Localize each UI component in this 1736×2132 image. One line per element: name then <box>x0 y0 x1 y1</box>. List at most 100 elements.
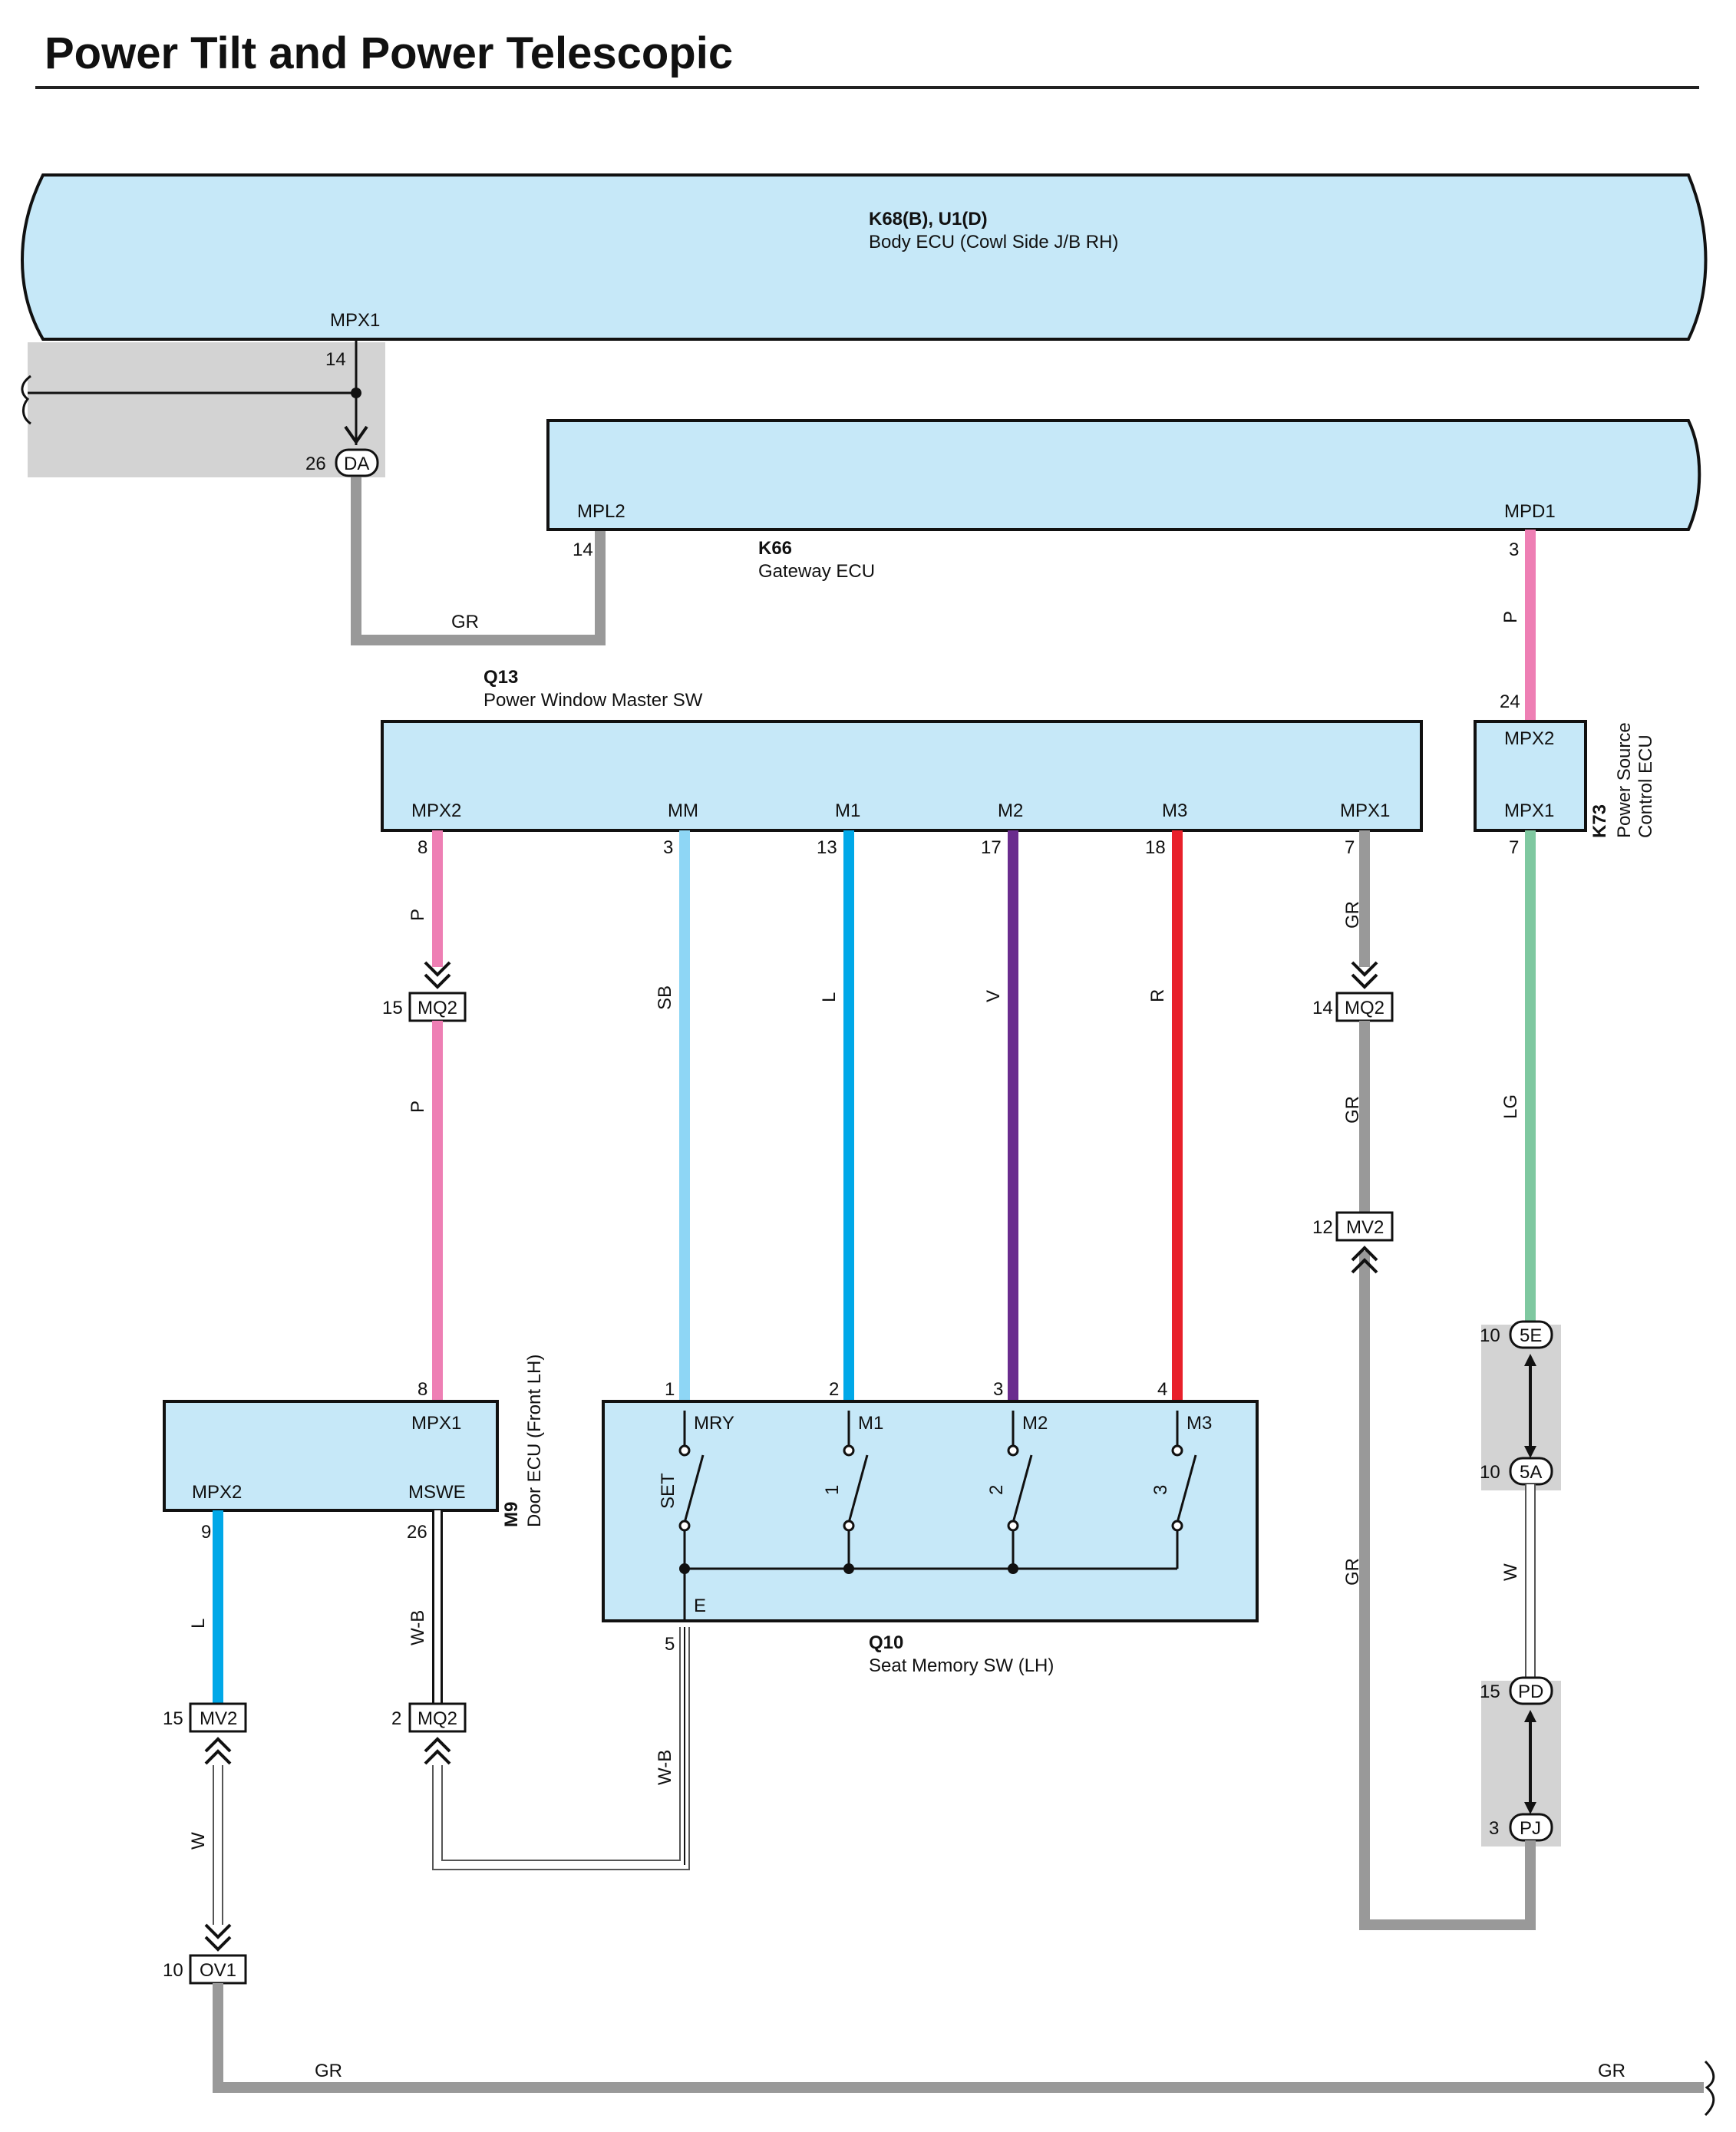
wire-label-v: V <box>983 990 1004 1002</box>
wire-gr-bottom <box>213 1983 1704 2093</box>
q10-pin-5: 5 <box>665 1634 675 1655</box>
seat-memory-sw-box <box>602 1400 1259 1622</box>
ps-name-1: Power Source <box>1614 722 1635 838</box>
q10-pin-e: E <box>694 1596 706 1616</box>
connector-mq2-b <box>1335 992 1394 1022</box>
wire-label-r: R <box>1147 989 1168 1002</box>
wire-label-p-gw: P <box>1500 611 1521 623</box>
m9-pin-26: 26 <box>407 1522 427 1543</box>
arrow-mv2-a <box>1351 1246 1378 1274</box>
connector-pd-pin: 15 <box>1480 1682 1500 1702</box>
connector-mv2-b-pin: 15 <box>163 1708 183 1729</box>
ps-pin-24: 24 <box>1500 691 1520 712</box>
q13-pin-m3: M3 <box>1162 800 1187 821</box>
m9-pin-mpx2: MPX2 <box>192 1482 242 1503</box>
connector-pd <box>1509 1676 1553 1705</box>
connector-mv2-b-label: MV2 <box>200 1708 237 1729</box>
wire-label-p-top: P <box>408 909 428 921</box>
connector-mq2-b-pin: 14 <box>1312 998 1333 1018</box>
wire-label-gr-da: GR <box>451 612 479 632</box>
q13-pin-mpx1: MPX1 <box>1340 800 1390 821</box>
wire-label-wb-q10: W-B <box>655 1750 675 1785</box>
q13-name: Power Window Master SW <box>484 690 703 711</box>
body-ecu-code: K68(B), U1(D) <box>869 209 988 229</box>
m9-pin-8: 8 <box>417 1379 427 1400</box>
q10-pin-1: 1 <box>665 1379 675 1400</box>
connector-pj-pin: 3 <box>1489 1818 1499 1839</box>
connector-mq2-a-pin: 15 <box>382 998 403 1018</box>
gateway-pin-3: 3 <box>1509 540 1519 560</box>
wire-label-gr-q13-top: GR <box>1342 901 1363 929</box>
gateway-code: K66 <box>758 538 792 559</box>
q13-pin-m1: M1 <box>835 800 860 821</box>
q10-sw-2: 2 <box>986 1485 1007 1495</box>
connector-mq2-b-label: MQ2 <box>1345 998 1385 1018</box>
q10-sw-1: 1 <box>822 1485 843 1495</box>
body-ecu-name: Body ECU (Cowl Side J/B RH) <box>869 232 1118 252</box>
q10-pin-3: 3 <box>993 1379 1003 1400</box>
arrow-mq2-c <box>424 1737 451 1765</box>
wire-label-wb-m9: W-B <box>408 1610 428 1645</box>
wire-label-lg: LG <box>1500 1094 1521 1119</box>
q13-pin-mm: MM <box>668 800 698 821</box>
ps-name-2: Control ECU <box>1635 734 1656 838</box>
q10-pin-m3: M3 <box>1186 1413 1212 1434</box>
q13-pin-m2: M2 <box>998 800 1023 821</box>
wire-label-w-left: W <box>188 1832 209 1850</box>
arrow-mq2-b <box>1351 961 1378 989</box>
connector-5e-label: 5E <box>1520 1325 1542 1346</box>
wire-gr-da-gateway <box>351 477 606 645</box>
break-right-bottom <box>1704 2060 1715 2117</box>
q10-name: Seat Memory SW (LH) <box>869 1655 1054 1676</box>
connector-mq2-c-pin: 2 <box>391 1708 401 1729</box>
wire-label-gr-right-low: GR <box>1342 1558 1363 1586</box>
wire-label-gr-q13-mid: GR <box>1342 1096 1363 1124</box>
m9-code: M9 <box>501 1502 522 1527</box>
q13-pin-17: 17 <box>981 837 1002 858</box>
ps-pin-mpx1: MPX1 <box>1504 800 1554 821</box>
q10-sw-3: 3 <box>1150 1485 1171 1495</box>
q13-pin-18: 18 <box>1145 837 1166 858</box>
q10-pin-4: 4 <box>1157 1379 1167 1400</box>
power-source-ecu-box <box>1474 720 1587 832</box>
wire-label-gr-bottom-right: GR <box>1598 2061 1625 2081</box>
wire-wb-loop <box>434 1627 688 1869</box>
connector-pj-label: PJ <box>1520 1818 1541 1839</box>
connector-mq2-c-label: MQ2 <box>417 1708 457 1729</box>
q10-sw-set: SET <box>658 1473 678 1509</box>
pw-master-sw-box <box>381 720 1423 832</box>
gateway-name: Gateway ECU <box>758 561 875 582</box>
q13-pin-7: 7 <box>1345 837 1355 858</box>
wire-wb-loop-outline <box>432 1627 690 1870</box>
q10-pin-m2: M2 <box>1022 1413 1048 1434</box>
page-title: Power Tilt and Power Telescopic <box>45 28 734 78</box>
connector-da-label: DA <box>344 454 369 474</box>
q13-code: Q13 <box>484 667 518 688</box>
wire-label-p-mid: P <box>408 1101 428 1113</box>
connector-mv2-a <box>1335 1211 1394 1242</box>
m9-name: Door ECU (Front LH) <box>524 1355 545 1527</box>
gateway-pin-mpl2: MPL2 <box>577 501 625 522</box>
body-ecu-pin-mpx1: MPX1 <box>330 310 380 331</box>
connector-da-pin: 26 <box>305 454 326 474</box>
q13-pin-3: 3 <box>663 837 673 858</box>
connector-mq2-c <box>408 1702 467 1733</box>
switch-3 <box>1171 1411 1197 1569</box>
arrow-mv2-b <box>204 1737 232 1765</box>
q13-pin-mpx2: MPX2 <box>411 800 461 821</box>
wire-gr-right-loop <box>1359 1251 1536 1930</box>
connector-mq2-a-label: MQ2 <box>417 998 457 1018</box>
junction-1 <box>843 1563 854 1574</box>
ps-code: K73 <box>1589 804 1610 838</box>
connector-5a-label: 5A <box>1520 1462 1542 1483</box>
connector-mv2-a-label: MV2 <box>1346 1217 1384 1238</box>
gateway-pin-14: 14 <box>573 540 593 560</box>
junction-set <box>679 1563 690 1574</box>
wire-label-l-m1: L <box>819 992 840 1002</box>
body-ecu-box <box>21 173 1708 341</box>
ps-pin-mpx2: MPX2 <box>1504 728 1554 749</box>
q10-code: Q10 <box>869 1632 903 1653</box>
wire-label-sb: SB <box>655 985 675 1010</box>
m9-pin-mpx1: MPX1 <box>411 1413 461 1434</box>
